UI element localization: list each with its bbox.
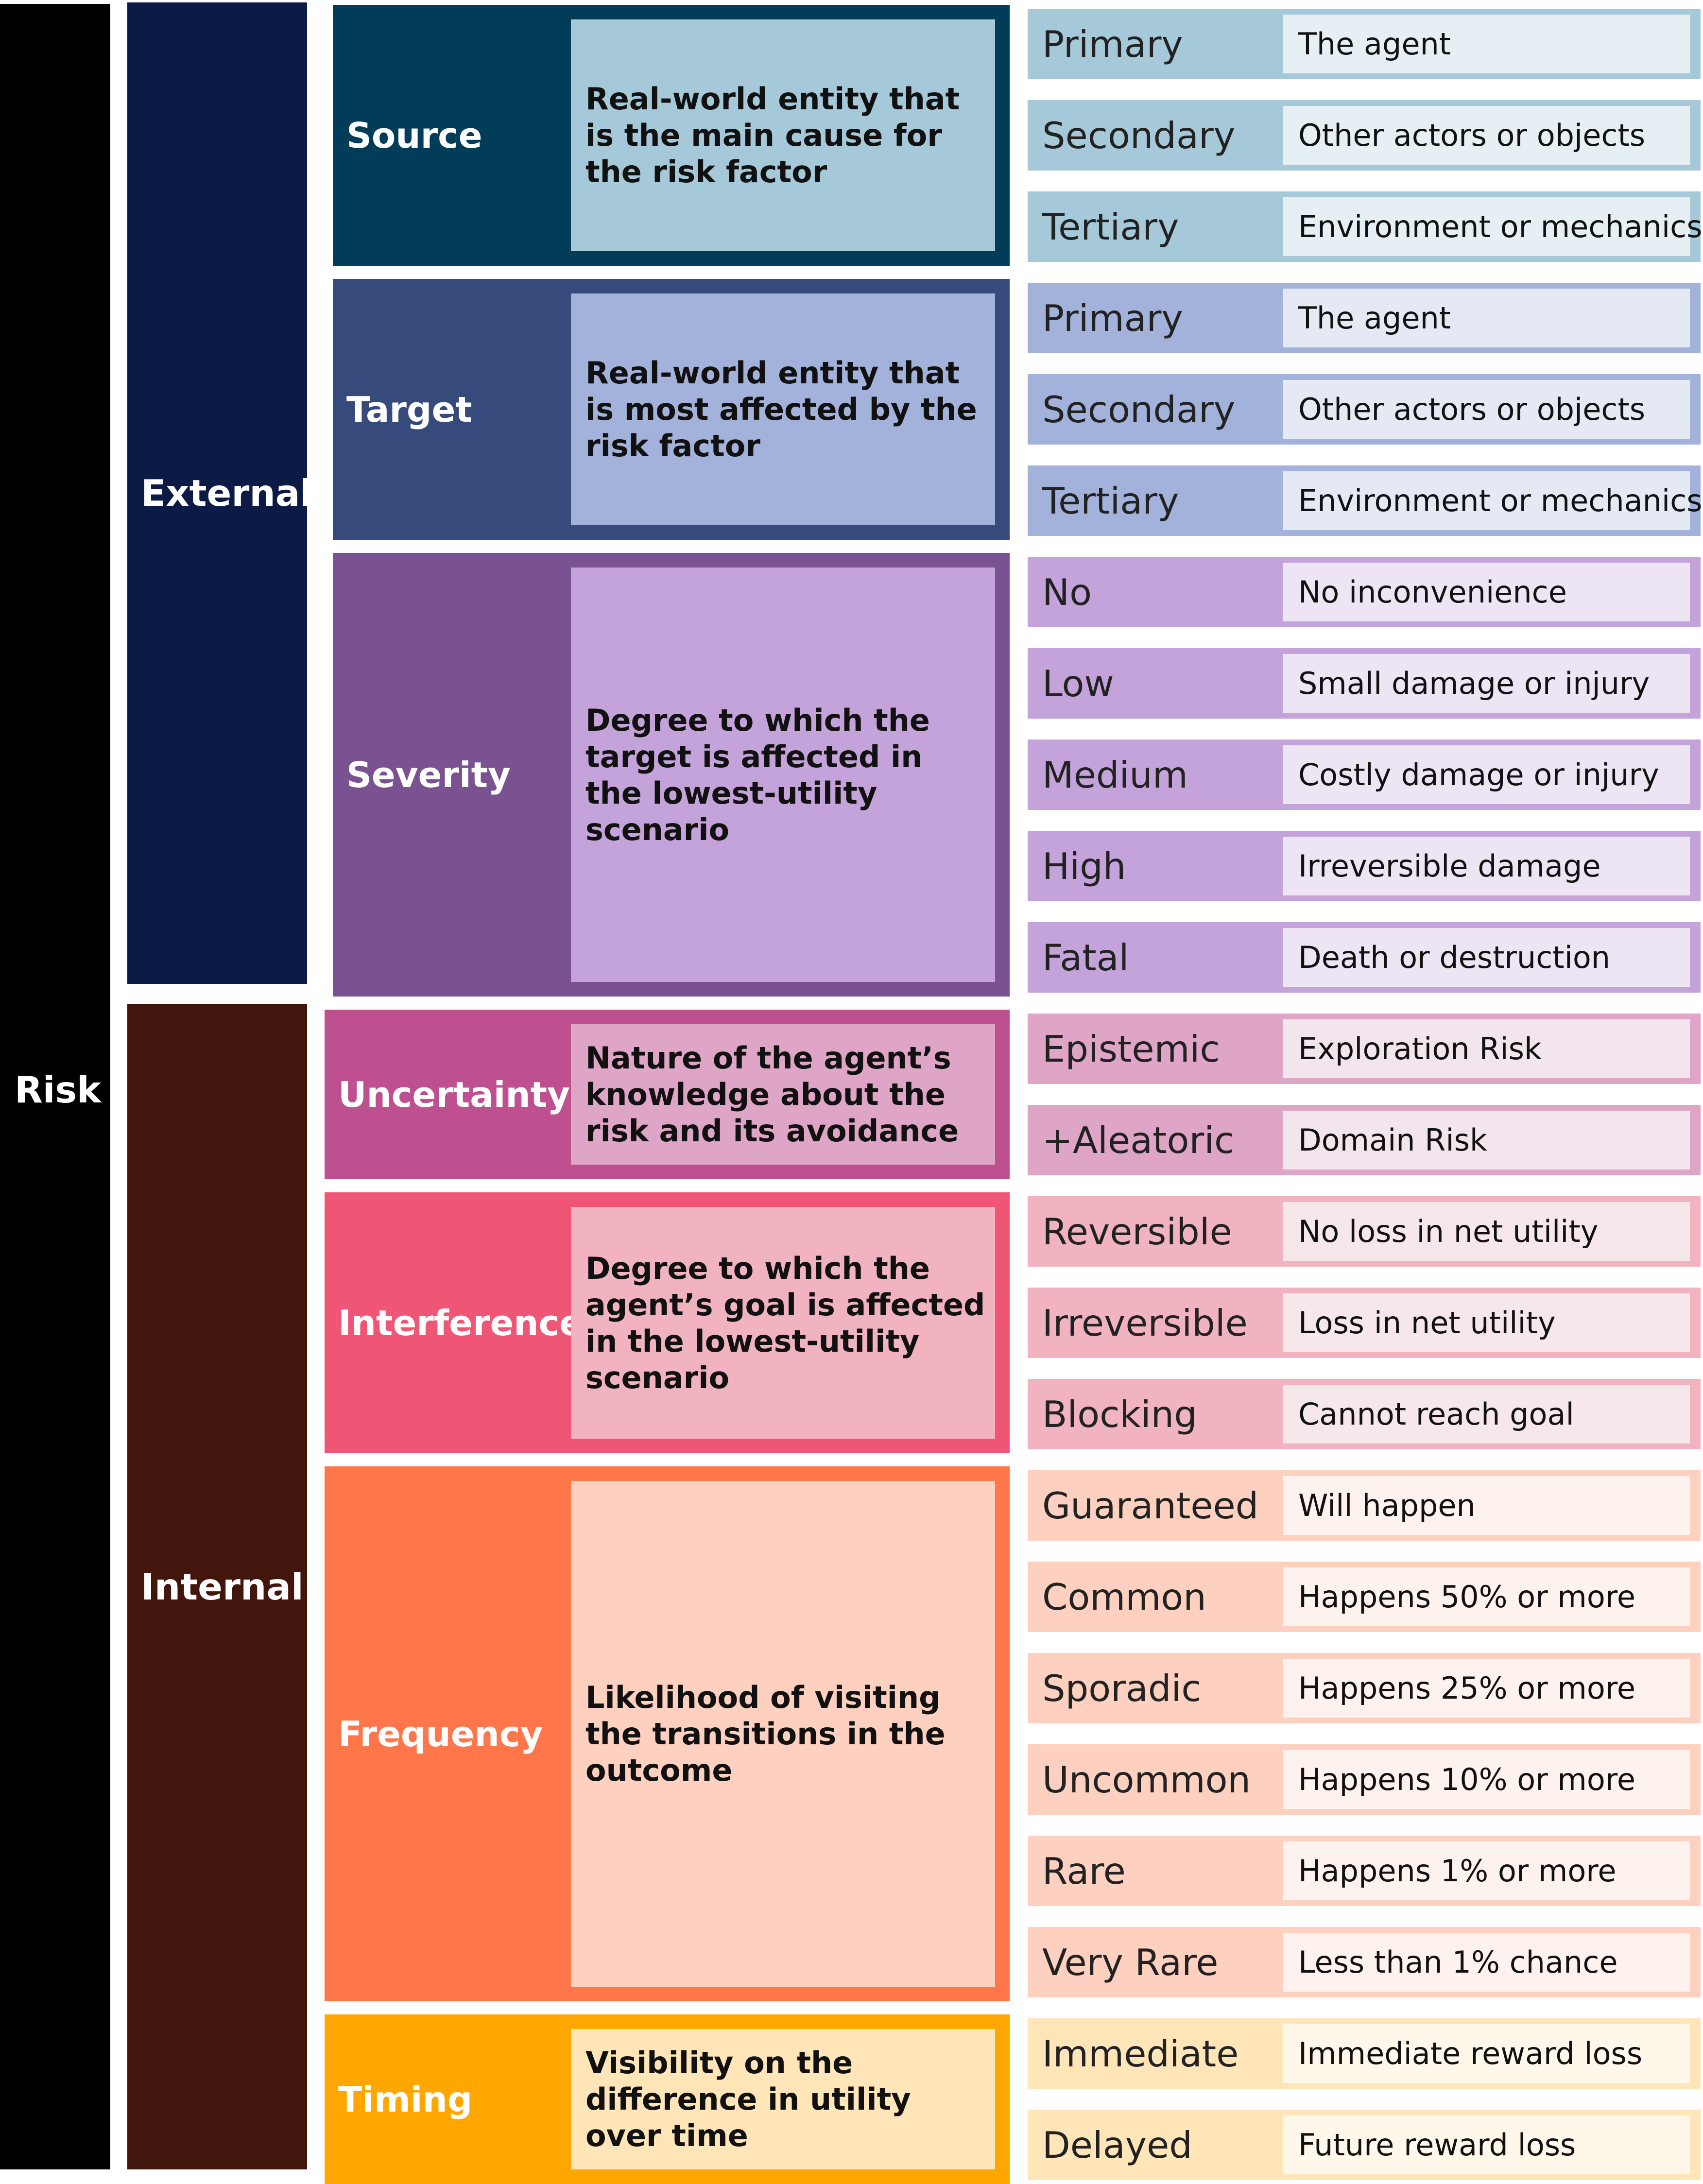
option-name: Immediate — [1042, 2032, 1239, 2075]
option-row: Delayed Future reward loss — [1028, 2110, 1701, 2180]
option-name: Primary — [1042, 296, 1183, 340]
factor-label: Uncertainty — [338, 1074, 570, 1115]
option-row: Low Small damage or injury — [1028, 648, 1701, 719]
option-row: Rare Happens 1% or more — [1028, 1836, 1701, 1906]
option-description: The agent — [1283, 289, 1690, 347]
option-row: Very Rare Less than 1% chance — [1028, 1927, 1701, 1997]
option-name: Tertiary — [1042, 205, 1179, 248]
option-name: Common — [1042, 1575, 1206, 1618]
option-row: Uncommon Happens 10% or more — [1028, 1744, 1701, 1815]
option-description: No inconvenience — [1283, 563, 1690, 621]
option-description: No loss in net utility — [1283, 1202, 1690, 1261]
option-name: Secondary — [1042, 114, 1236, 157]
factor-label: Source — [346, 115, 482, 156]
option-description: The agent — [1283, 15, 1690, 73]
option-name: Very Rare — [1042, 1941, 1219, 1984]
factor-description: Nature of the agent’s knowledge about th… — [571, 1024, 995, 1165]
option-description: Costly damage or injury — [1283, 745, 1690, 804]
option-row: Primary The agent — [1028, 9, 1701, 79]
option-row: Primary The agent — [1028, 283, 1701, 353]
option-description: Happens 10% or more — [1283, 1750, 1690, 1809]
group-external: External — [127, 2, 312, 984]
option-name: Tertiary — [1042, 479, 1179, 522]
option-description: Loss in net utility — [1283, 1293, 1690, 1352]
option-description: Other actors or objects — [1283, 380, 1690, 439]
factor-severity-block: Severity Degree to which the target is af… — [333, 553, 1010, 997]
option-description: Happens 50% or more — [1283, 1567, 1690, 1626]
option-name: Blocking — [1042, 1393, 1197, 1436]
factor-description: Degree to which the target is affected i… — [571, 567, 995, 982]
option-name: Medium — [1042, 753, 1188, 796]
option-name: Low — [1042, 662, 1114, 705]
option-name: No — [1042, 570, 1092, 614]
group-label: Internal — [141, 1565, 304, 1608]
option-row: Epistemic Exploration Risk — [1028, 1014, 1701, 1084]
group-internal: Internal — [127, 1004, 307, 2169]
option-name: Sporadic — [1042, 1667, 1202, 1710]
group-label: External — [141, 472, 313, 515]
risk-root-block: Risk — [0, 4, 110, 2169]
option-row: Blocking Cannot reach goal — [1028, 1379, 1701, 1449]
option-name: Guaranteed — [1042, 1484, 1259, 1527]
option-row: Fatal Death or destruction — [1028, 922, 1701, 993]
option-name: Rare — [1042, 1849, 1126, 1892]
option-row: Medium Costly damage or injury — [1028, 739, 1701, 810]
option-name: Epistemic — [1042, 1027, 1220, 1070]
factor-label: Timing — [338, 2079, 473, 2120]
option-description: Happens 25% or more — [1283, 1659, 1690, 1718]
option-row: Common Happens 50% or more — [1028, 1562, 1701, 1632]
factor-description: Real-world entity that is most affected … — [571, 293, 995, 525]
factor-timing-block: Timing Visibility on the difference in ut… — [325, 2014, 1010, 2184]
option-row: Sporadic Happens 25% or more — [1028, 1653, 1701, 1723]
option-row: Irreversible Loss in net utility — [1028, 1288, 1701, 1358]
option-name: Secondary — [1042, 388, 1236, 431]
option-description: Happens 1% or more — [1283, 1841, 1690, 1900]
option-description: Other actors or objects — [1283, 106, 1690, 165]
factor-description: Visibility on the difference in utility … — [571, 2029, 995, 2169]
factor-label: Frequency — [338, 1713, 543, 1754]
option-description: Immediate reward loss — [1283, 2024, 1690, 2083]
option-row: +Aleatoric Domain Risk — [1028, 1105, 1701, 1175]
factor-description: Degree to which the agent’s goal is affe… — [571, 1207, 995, 1439]
option-row: Tertiary Environment or mechanics — [1028, 191, 1703, 262]
option-description: Domain Risk — [1283, 1111, 1690, 1169]
option-name: Irreversible — [1042, 1301, 1248, 1344]
option-description: Exploration Risk — [1283, 1019, 1690, 1078]
option-row: High Irreversible damage — [1028, 831, 1701, 901]
factor-label: Interference — [338, 1302, 584, 1343]
risk-root-label: Risk — [15, 1068, 101, 1111]
option-description: Cannot reach goal — [1283, 1385, 1690, 1444]
factor-label: Severity — [346, 754, 511, 795]
factor-description: Likelihood of visiting the transitions i… — [571, 1481, 995, 1987]
option-description: Environment or mechanics — [1283, 197, 1703, 256]
option-row: Secondary Other actors or objects — [1028, 374, 1701, 445]
factor-source-block: Source Real-world entity that is the main… — [333, 5, 1010, 266]
option-name: +Aleatoric — [1042, 1118, 1235, 1162]
option-row: Reversible No loss in net utility — [1028, 1196, 1701, 1267]
option-description: Death or destruction — [1283, 928, 1690, 987]
option-name: Primary — [1042, 22, 1183, 66]
option-row: Guaranteed Will happen — [1028, 1470, 1701, 1541]
option-name: Delayed — [1042, 2123, 1192, 2167]
option-description: Less than 1% chance — [1283, 1933, 1690, 1992]
option-name: Reversible — [1042, 1210, 1232, 1253]
option-row: Tertiary Environment or mechanics — [1028, 465, 1703, 536]
factor-frequency-block: Frequency Likelihood of visiting the tran… — [325, 1466, 1010, 2001]
factor-description: Real-world entity that is the main cause… — [571, 19, 995, 251]
option-name: Uncommon — [1042, 1758, 1251, 1801]
option-name: High — [1042, 844, 1126, 888]
option-description: Future reward loss — [1283, 2115, 1690, 2174]
factor-label: Target — [346, 389, 472, 430]
option-name: Fatal — [1042, 936, 1129, 979]
option-description: Will happen — [1283, 1476, 1690, 1535]
option-description: Small damage or injury — [1283, 654, 1690, 713]
option-description: Environment or mechanics — [1283, 471, 1703, 530]
factor-target-block: Target Real-world entity that is most aff… — [333, 279, 1010, 540]
option-row: Immediate Immediate reward loss — [1028, 2018, 1701, 2089]
option-row: Secondary Other actors or objects — [1028, 100, 1701, 171]
option-description: Irreversible damage — [1283, 837, 1690, 895]
option-row: No No inconvenience — [1028, 557, 1701, 627]
